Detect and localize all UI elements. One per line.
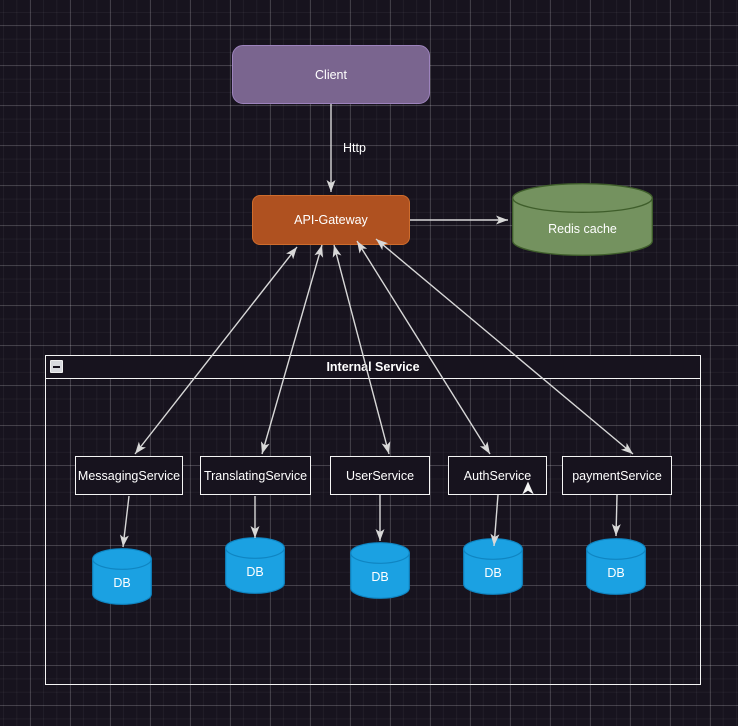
db-cylinder-rim bbox=[463, 548, 523, 560]
service-node-label: MessagingService bbox=[77, 468, 181, 483]
db-cylinder-body bbox=[350, 542, 410, 599]
db-cylinder-messaging[interactable]: DB bbox=[92, 548, 152, 605]
service-node-auth[interactable]: AuthService bbox=[448, 456, 547, 495]
cylinder-icon bbox=[225, 537, 285, 594]
edge-payment-db[interactable] bbox=[611, 494, 621, 537]
db-cylinder-body bbox=[586, 538, 646, 595]
db-cylinder-user[interactable]: DB bbox=[350, 542, 410, 599]
service-node-messaging[interactable]: MessagingService bbox=[75, 456, 183, 495]
edge-gateway-payment[interactable] bbox=[375, 238, 634, 455]
collapse-button[interactable] bbox=[50, 360, 63, 373]
edge-messaging-db[interactable] bbox=[119, 495, 130, 548]
service-node-payment[interactable]: paymentService bbox=[562, 456, 672, 495]
internal-service-title: Internal Service bbox=[326, 360, 420, 374]
client-node-label: Client bbox=[315, 67, 347, 82]
service-node-translating[interactable]: TranslatingService bbox=[200, 456, 311, 495]
db-cylinder-rim bbox=[225, 547, 285, 559]
edge-auth-db[interactable] bbox=[490, 494, 500, 547]
service-node-label: UserService bbox=[345, 468, 415, 483]
api-gateway-node[interactable]: API-Gateway bbox=[252, 195, 410, 245]
db-cylinder-body bbox=[463, 538, 523, 595]
db-cylinder-payment[interactable]: DB bbox=[586, 538, 646, 595]
service-node-user[interactable]: UserService bbox=[330, 456, 430, 495]
db-cylinder-body bbox=[225, 537, 285, 594]
db-cylinder-rim bbox=[350, 552, 410, 564]
cylinder-icon bbox=[92, 548, 152, 605]
internal-service-title-bar: Internal Service bbox=[46, 356, 700, 379]
edge-gateway-translating[interactable] bbox=[260, 244, 324, 455]
db-cylinder-auth[interactable]: DB bbox=[463, 538, 523, 595]
db-cylinder-body bbox=[92, 548, 152, 605]
api-gateway-node-label: API-Gateway bbox=[294, 213, 368, 227]
collapse-minus-icon bbox=[53, 365, 60, 368]
edge-group bbox=[119, 104, 634, 548]
cylinder-icon bbox=[512, 183, 653, 256]
service-node-label: paymentService bbox=[572, 468, 662, 483]
db-cylinder-rim bbox=[586, 548, 646, 560]
service-node-label: TranslatingService bbox=[203, 468, 308, 483]
http-edge-label: Http bbox=[343, 141, 366, 155]
cylinder-icon bbox=[463, 538, 523, 595]
db-cylinder-translating[interactable]: DB bbox=[225, 537, 285, 594]
service-node-label: AuthService bbox=[463, 468, 532, 483]
redis-cylinder-body bbox=[512, 183, 653, 256]
cylinder-icon bbox=[586, 538, 646, 595]
redis-cache-node[interactable]: Redis cache bbox=[512, 183, 653, 256]
redis-cylinder-rim bbox=[512, 197, 653, 213]
internal-service-container[interactable]: Internal Service bbox=[45, 355, 701, 685]
client-node[interactable]: Client bbox=[232, 45, 430, 104]
db-cylinder-rim bbox=[92, 558, 152, 570]
cylinder-icon bbox=[350, 542, 410, 599]
